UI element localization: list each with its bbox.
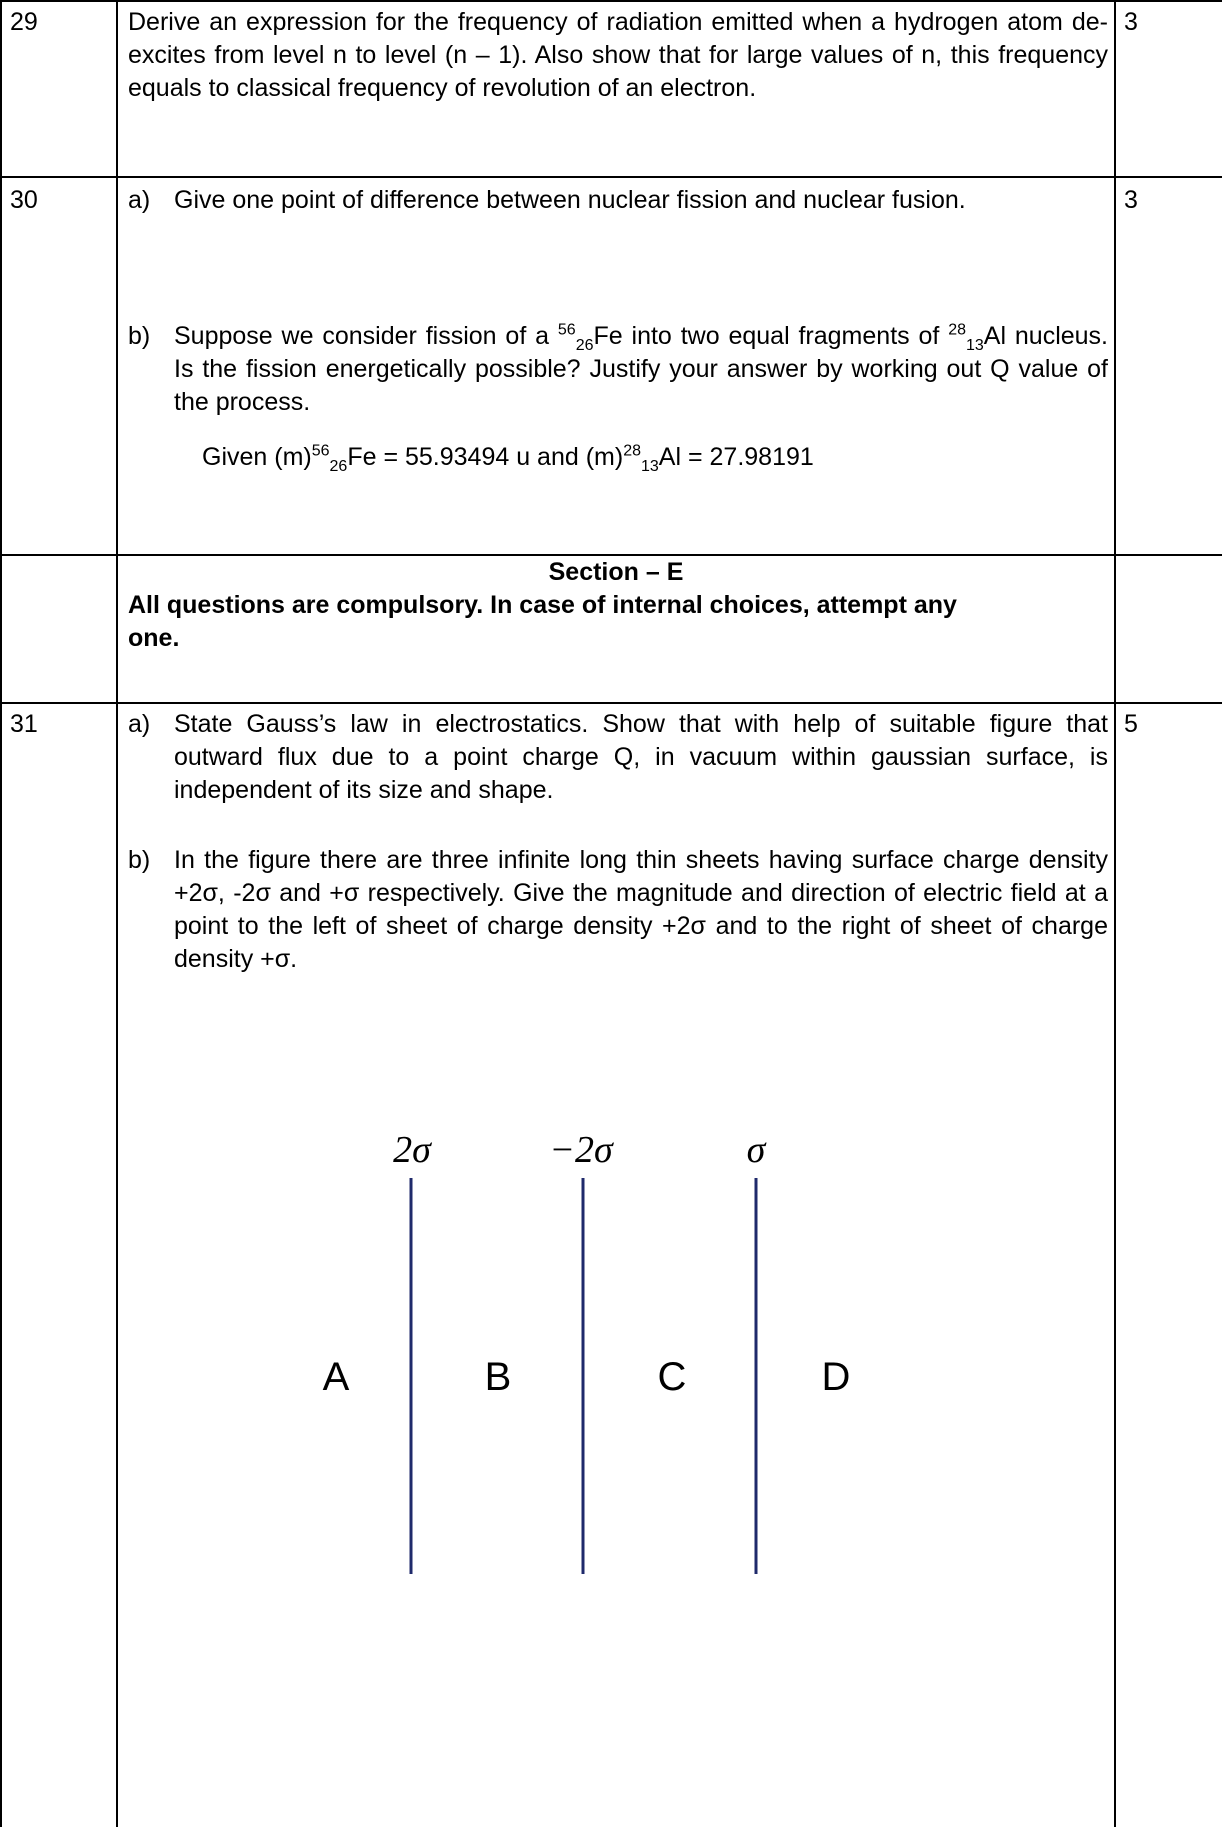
- fe-atomic-number: 26: [575, 337, 594, 354]
- row-border-30-e: [0, 554, 1222, 556]
- q30-b-post: Al nucleus. Is the fission energetically…: [174, 322, 1108, 416]
- given-mid: Fe = 55.93494 u and (m): [347, 443, 624, 471]
- q30-part-b: b) Suppose we consider fission of a 5626…: [128, 320, 1108, 419]
- given-fe-sup: 56: [311, 442, 330, 460]
- region-label-a: A: [323, 1355, 350, 1399]
- col-border-left: [0, 0, 2, 1827]
- q31-part-b: b) In the figure there are three infinit…: [128, 844, 1108, 976]
- q30-b-label: b): [128, 322, 151, 350]
- sheet-label-2: −2σ: [549, 1129, 614, 1171]
- q30-b-pre: Suppose we consider fission of a: [174, 322, 558, 350]
- q30-marks: 3: [1124, 186, 1138, 214]
- q30-b-fe: Fe into two equal fragments of: [593, 322, 949, 350]
- q31-number: 31: [10, 710, 38, 738]
- given-end: Al = 27.98191: [658, 443, 814, 471]
- q30-a-text: Give one point of difference between nuc…: [174, 186, 966, 214]
- region-label-c: C: [658, 1355, 687, 1399]
- section-e-title: Section – E: [548, 558, 684, 586]
- al-atomic-number: 13: [966, 337, 984, 354]
- q30-part-a: a) Give one point of difference between …: [128, 184, 1108, 217]
- given-al-sup: 28: [623, 442, 641, 460]
- q30-b-text: Suppose we consider fission of a 5626Fe …: [174, 320, 1108, 419]
- section-e-instruction: All questions are compulsory. In case of…: [128, 591, 957, 652]
- region-label-d: D: [822, 1355, 851, 1399]
- q29-text: Derive an expression for the frequency o…: [128, 8, 1108, 102]
- al-mass-number: 28: [948, 321, 966, 339]
- row-border-29-30: [0, 176, 1222, 178]
- q31-a-text: State Gauss’s law in electrostatics. Sho…: [174, 710, 1108, 804]
- given-fe-sub: 26: [329, 458, 348, 475]
- q30-a-label: a): [128, 186, 151, 214]
- q31-marks: 5: [1124, 710, 1138, 738]
- col-border-number: [116, 0, 118, 1827]
- q30-given: Given (m)5626Fe = 55.93494 u and (m)2813…: [202, 441, 1102, 475]
- row-border-e-31: [0, 702, 1222, 704]
- q29-number: 29: [10, 8, 38, 36]
- q31-a-label: a): [128, 710, 151, 738]
- q31-b-text: In the figure there are three infinite l…: [174, 846, 1108, 973]
- col-border-marks: [1114, 0, 1116, 1827]
- sheet-label-1: 2σ: [393, 1129, 432, 1171]
- row-border-top: [0, 0, 1222, 2]
- q30-number: 30: [10, 186, 38, 214]
- q29-marks: 3: [1124, 8, 1138, 36]
- given-al-sub: 13: [641, 458, 659, 475]
- q31-part-a: a) State Gauss’s law in electrostatics. …: [128, 708, 1108, 807]
- region-label-b: B: [485, 1355, 512, 1399]
- q31-b-label: b): [128, 846, 151, 874]
- given-pre: Given (m): [202, 443, 312, 471]
- fe-mass-number: 56: [557, 321, 576, 339]
- sheet-label-3: σ: [747, 1129, 767, 1171]
